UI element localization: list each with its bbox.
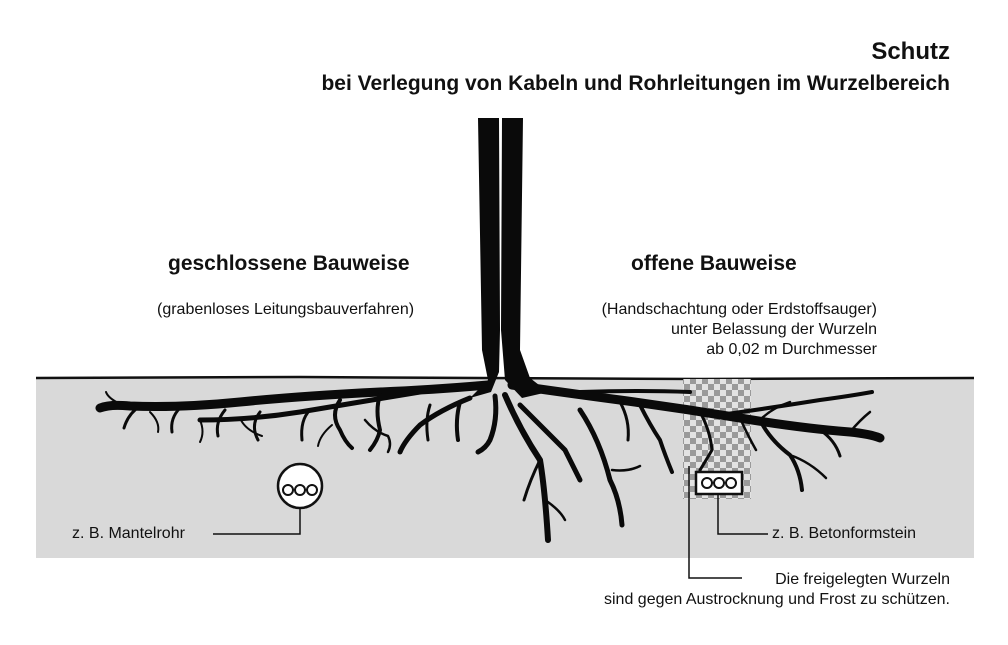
mantelrohr-symbol — [276, 462, 324, 510]
left-heading: geschlossene Bauweise — [168, 252, 410, 275]
betonformstein-label: z. B. Betonformstein — [772, 525, 917, 542]
page-subtitle: bei Verlegung von Kabeln und Rohrleitung… — [321, 72, 950, 95]
leader-lines — [213, 466, 768, 579]
left-note: (grabenloses Leitungsbauverfahren) — [157, 301, 415, 318]
page-title: Schutz — [871, 38, 950, 65]
tree-roots — [95, 380, 885, 543]
footnote-line2: sind gegen Austrocknung und Frost zu sch… — [604, 591, 950, 608]
footnote-line1: Die freigelegten Wurzeln — [775, 571, 950, 588]
right-note-line3: ab 0,02 m Durchmesser — [706, 341, 877, 358]
tree-trunk — [470, 118, 548, 398]
ground-line — [35, 375, 975, 381]
right-note-line2: unter Belassung der Wurzeln — [670, 321, 877, 338]
betonformstein-symbol — [694, 470, 744, 496]
mantelrohr-label: z. B. Mantelrohr — [72, 525, 185, 542]
right-heading: offene Bauweise — [631, 252, 797, 275]
right-note-line1: (Handschachtung oder Erdstoffsauger) — [601, 301, 877, 318]
